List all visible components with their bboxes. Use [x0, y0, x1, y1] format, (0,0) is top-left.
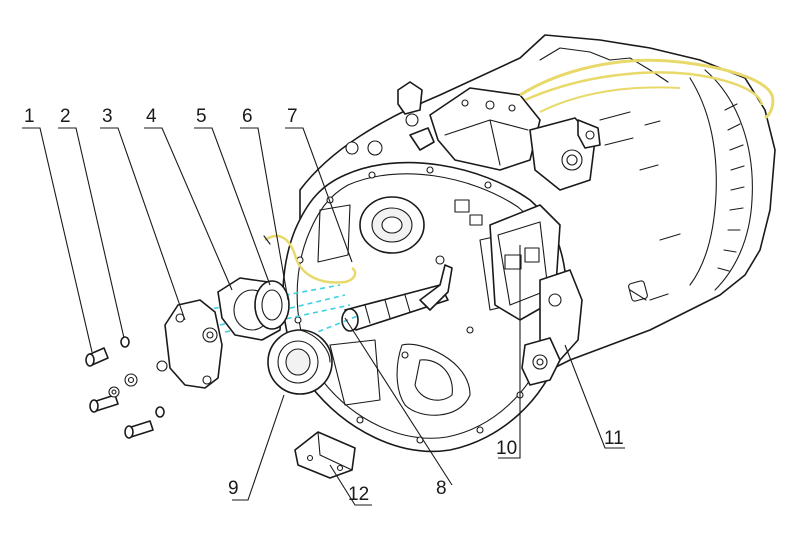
sensor-wire [264, 234, 357, 284]
callout-4: 4 [146, 106, 157, 127]
side-control-module [454, 199, 583, 386]
callout-3: 3 [102, 106, 113, 127]
callout-10: 10 [496, 438, 517, 459]
callout-1: 1 [24, 106, 35, 127]
bolts-and-nuts [85, 336, 168, 439]
seal-ring [254, 280, 290, 330]
leader-lines [22, 127, 625, 506]
cover-plate [164, 299, 223, 389]
callout-9: 9 [228, 478, 239, 499]
callout-labels: 1 2 3 4 5 6 7 8 9 10 11 12 [24, 106, 624, 505]
callout-11: 11 [604, 428, 624, 449]
callout-5: 5 [196, 106, 207, 127]
callout-7: 7 [287, 106, 298, 127]
pulley [267, 329, 333, 395]
shield-plate [294, 431, 356, 479]
callout-6: 6 [242, 106, 253, 127]
callout-8: 8 [436, 478, 447, 499]
callout-2: 2 [60, 106, 71, 127]
callout-12: 12 [348, 484, 369, 505]
